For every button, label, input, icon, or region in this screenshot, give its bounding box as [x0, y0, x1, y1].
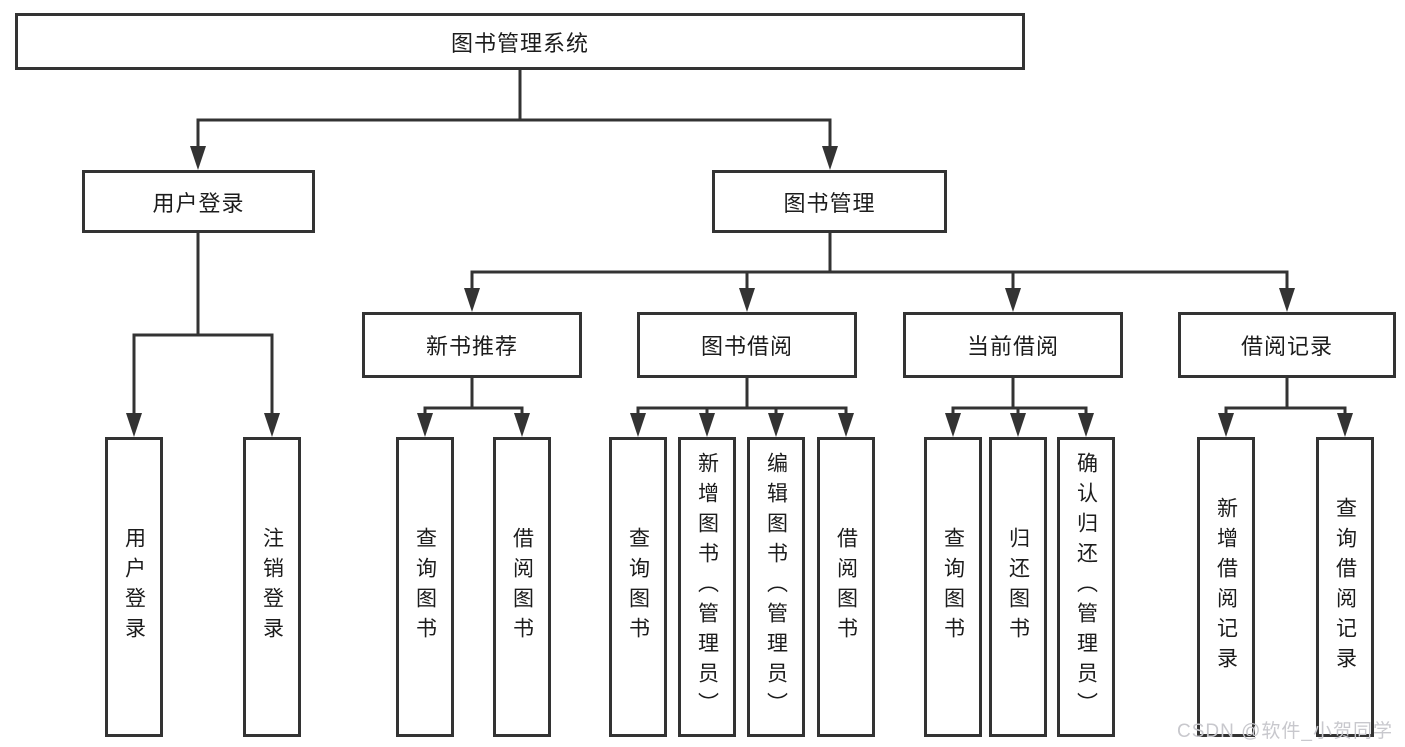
node-current-borrowing: 当前借阅	[903, 312, 1123, 378]
leaf-add-book-admin: 新增图书（管理员）	[678, 437, 736, 737]
leaf-edit-book-admin: 编辑图书（管理员）	[747, 437, 805, 737]
leaf-return-book: 归还图书	[989, 437, 1047, 737]
leaf-borrow-books-recommend: 借阅图书	[493, 437, 551, 737]
leaf-user-login: 用户登录	[105, 437, 163, 737]
leaf-confirm-return-admin: 确认归还（管理员）	[1057, 437, 1115, 737]
leaf-borrow-books-borrowing: 借阅图书	[817, 437, 875, 737]
node-user-login: 用户登录	[82, 170, 315, 233]
node-book-borrowing: 图书借阅	[637, 312, 857, 378]
leaf-query-books-recommend: 查询图书	[396, 437, 454, 737]
node-book-management: 图书管理	[712, 170, 947, 233]
leaf-add-borrow-record: 新增借阅记录	[1197, 437, 1255, 737]
watermark-text: CSDN @软件_小贺同学	[1177, 721, 1393, 742]
node-new-book-recommend: 新书推荐	[362, 312, 582, 378]
node-root: 图书管理系统	[15, 13, 1025, 70]
node-borrowing-records: 借阅记录	[1178, 312, 1396, 378]
leaf-query-books-borrowing: 查询图书	[609, 437, 667, 737]
leaf-query-borrow-record: 查询借阅记录	[1316, 437, 1374, 737]
leaf-query-books-current: 查询图书	[924, 437, 982, 737]
leaf-logout: 注销登录	[243, 437, 301, 737]
